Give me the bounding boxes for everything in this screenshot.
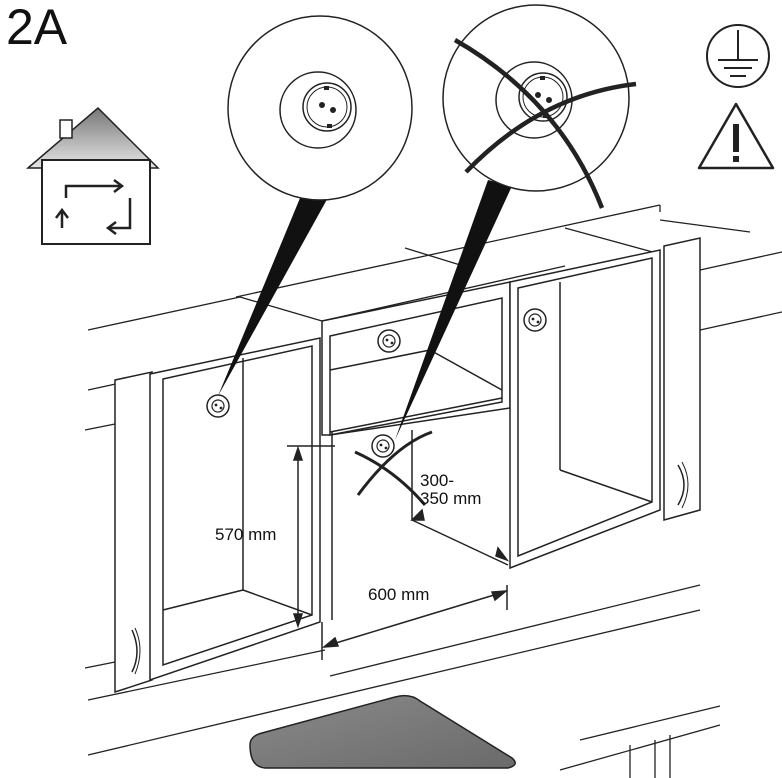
right-door-handle — [677, 464, 685, 506]
left-cabinet — [114, 337, 321, 694]
callout-pointer-ok — [218, 186, 330, 396]
middle-cabinet-niche — [321, 281, 511, 436]
dimension-width-label: 600 mm — [368, 585, 429, 604]
socket-niche — [377, 329, 401, 353]
socket-left-cabinet — [206, 394, 230, 418]
callout-pointer-not-ok — [395, 180, 512, 440]
dimension-depth-label-line2: 350 mm — [420, 489, 481, 508]
dimension-depth — [410, 508, 510, 562]
dimension-depth-label-line1: 300- — [420, 471, 454, 490]
dimension-height — [287, 445, 335, 629]
socket-behind-oven — [371, 434, 395, 458]
dimension-height-label: 570 mm — [215, 525, 276, 544]
magnifier-socket-not-ok — [442, 4, 637, 209]
cross-mark-behind-oven — [354, 430, 433, 506]
magnifier-socket-ok — [227, 15, 413, 201]
step-label: 2A — [6, 0, 68, 55]
earth-ground-icon — [706, 24, 770, 88]
kitchen-wall-lines — [84, 204, 782, 778]
warning-triangle-icon — [697, 102, 775, 170]
right-cabinet — [509, 237, 701, 570]
left-door-handle — [131, 629, 138, 673]
dimension-width — [321, 585, 509, 660]
indoor-ventilation-house-icon — [25, 106, 160, 245]
oven-opening — [331, 430, 509, 620]
socket-right-cabinet — [523, 308, 547, 332]
sink-cutout — [249, 694, 516, 769]
